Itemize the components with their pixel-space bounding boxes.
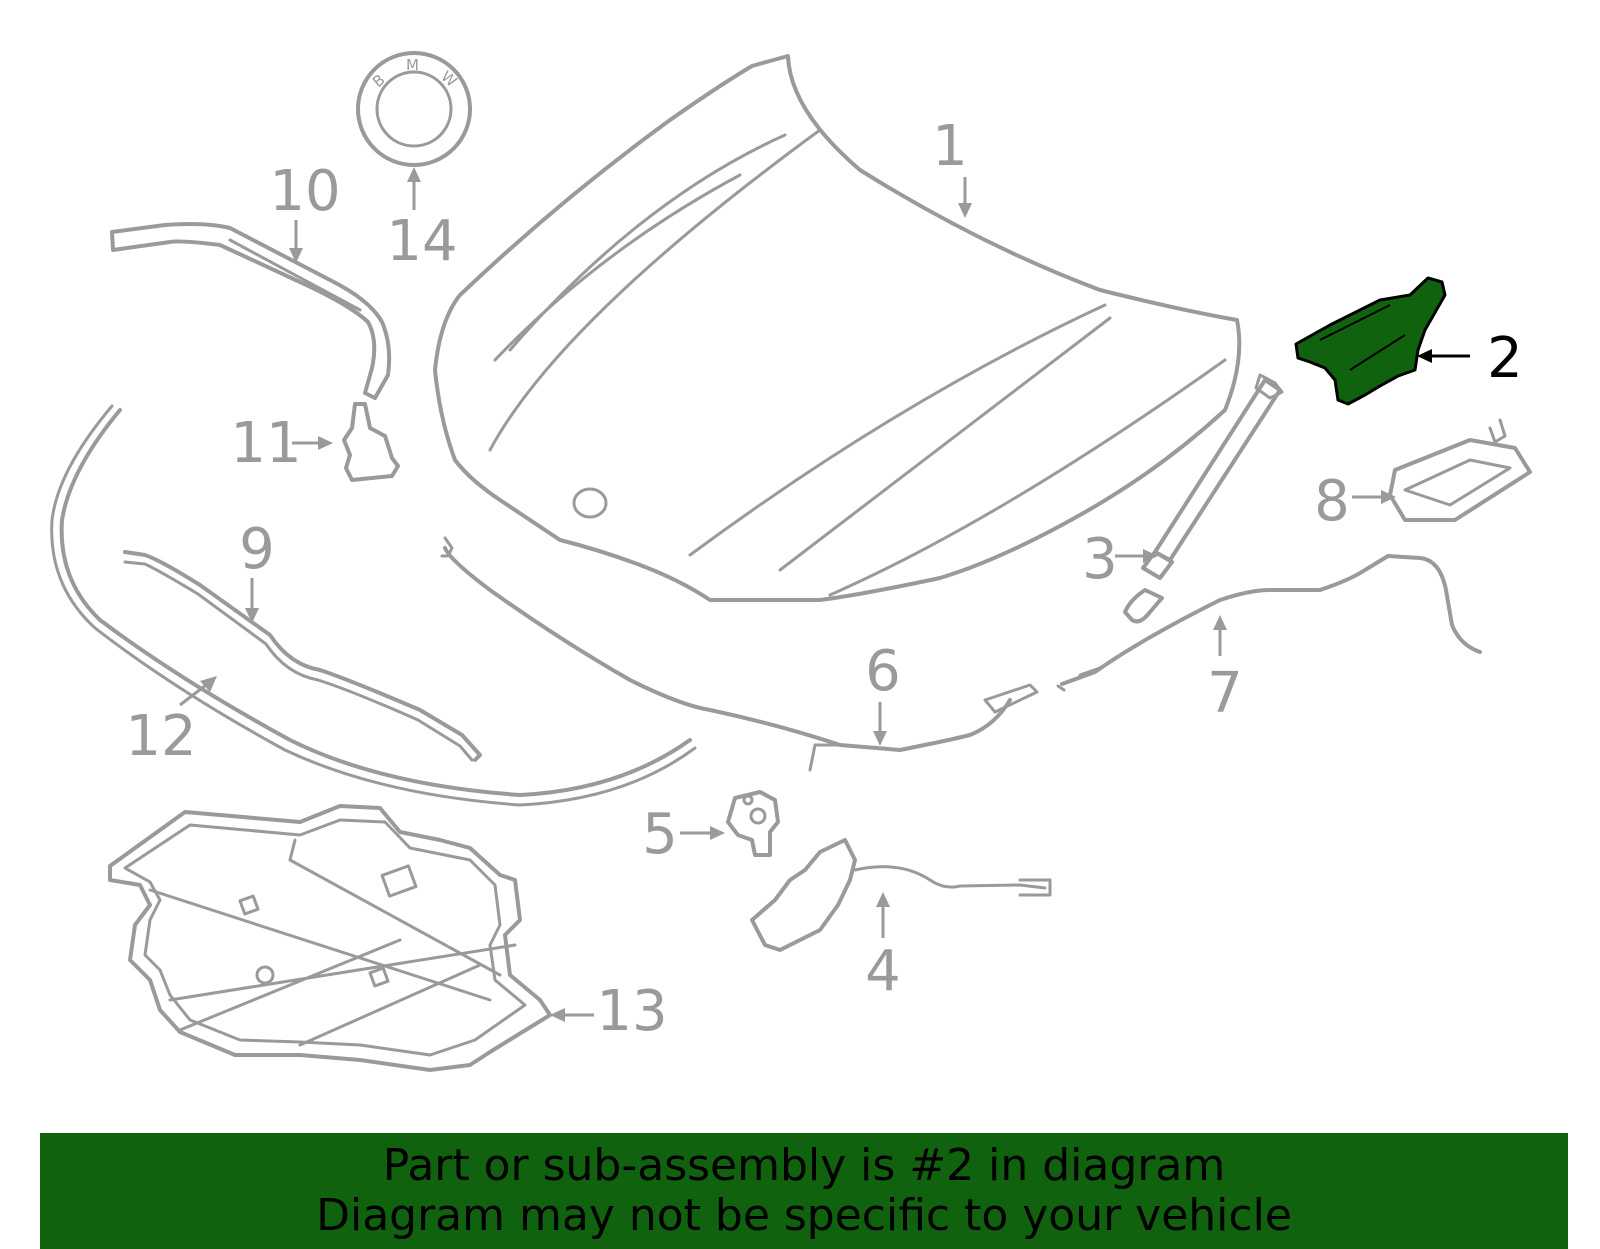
callout-2: 2 — [1417, 326, 1523, 391]
callout-11: 11 — [230, 411, 333, 476]
part-10-seal[interactable] — [110, 222, 392, 400]
callout-4: 4 — [865, 892, 901, 1004]
callout-5: 5 — [642, 802, 725, 867]
callout-10: 10 — [269, 159, 341, 263]
part-13-cover[interactable] — [108, 804, 552, 1072]
part-6-cable[interactable] — [440, 536, 1039, 772]
callout-label-14: 14 — [386, 209, 457, 274]
callout-label-7: 7 — [1207, 661, 1243, 726]
part-14-emblem[interactable]: B M W — [356, 51, 472, 167]
callout-13: 13 — [550, 979, 668, 1044]
callout-label-9: 9 — [239, 517, 275, 582]
callout-label-5: 5 — [642, 802, 678, 867]
part-9-seal[interactable] — [123, 550, 482, 762]
callout-3: 3 — [1082, 527, 1158, 592]
part-3-strut[interactable] — [1123, 373, 1284, 624]
callout-12: 12 — [125, 676, 217, 769]
part-11-bracket[interactable] — [342, 402, 400, 482]
part-1-hood[interactable] — [433, 54, 1242, 602]
callout-label-11: 11 — [230, 411, 301, 476]
callout-7: 7 — [1207, 615, 1243, 726]
callout-label-1: 1 — [932, 114, 968, 179]
callout-14: 14 — [386, 167, 458, 274]
emblem-letter-b: B — [369, 71, 388, 91]
part-4-lock[interactable] — [750, 838, 1052, 952]
callout-8: 8 — [1314, 469, 1396, 534]
callout-9: 9 — [239, 517, 275, 623]
part-8-lamp[interactable] — [1388, 418, 1532, 522]
callout-label-10: 10 — [269, 159, 340, 224]
callout-label-3: 3 — [1082, 527, 1118, 592]
callout-6: 6 — [865, 639, 901, 746]
banner-background — [40, 1133, 1568, 1249]
callout-label-2: 2 — [1487, 326, 1523, 391]
info-banner: Part or sub-assembly is #2 in diagram Di… — [40, 1133, 1568, 1249]
part-2-hinge[interactable] — [1294, 276, 1447, 406]
callout-label-6: 6 — [865, 639, 901, 704]
callout-label-8: 8 — [1314, 469, 1350, 534]
emblem-letter-m: M — [406, 56, 419, 74]
part-5-bracket[interactable] — [726, 790, 780, 857]
callout-label-4: 4 — [865, 939, 901, 1004]
callout-label-13: 13 — [596, 979, 667, 1044]
callout-1: 1 — [932, 114, 972, 218]
banner-line-2: Diagram may not be specific to your vehi… — [316, 1190, 1292, 1241]
part-12-seal[interactable] — [50, 404, 697, 807]
part-7-cable[interactable] — [1056, 554, 1482, 692]
callout-label-12: 12 — [125, 704, 196, 769]
banner-line-1: Part or sub-assembly is #2 in diagram — [382, 1140, 1226, 1191]
